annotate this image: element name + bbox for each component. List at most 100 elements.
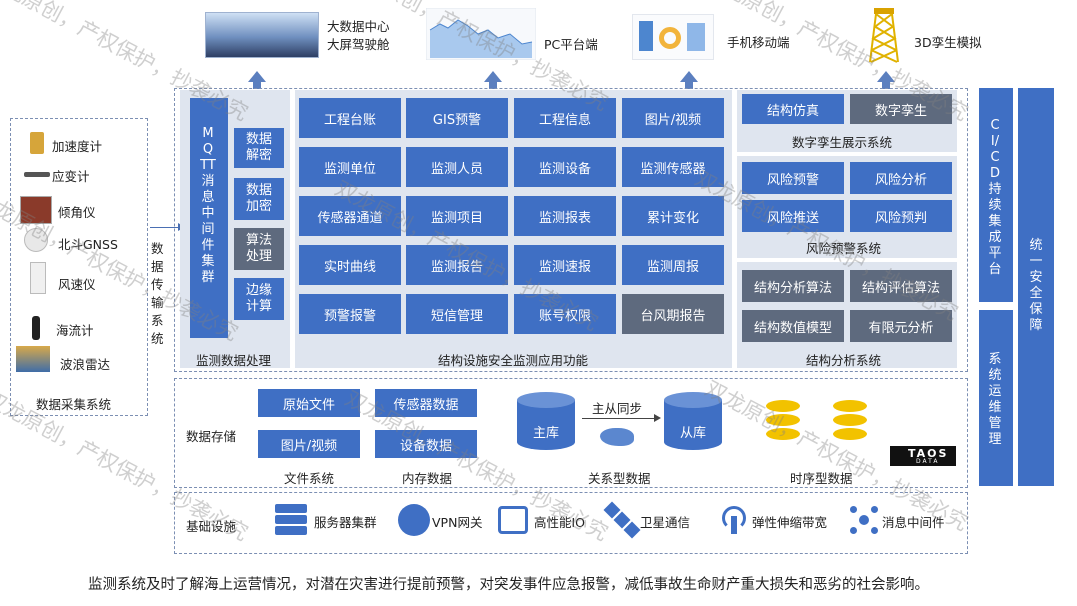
server-cluster-icon [275,504,307,536]
risk-prediction[interactable]: 风险预判 [850,200,952,232]
analysis-algorithm-label: 结构分析算法 [753,280,832,296]
storage-device-data[interactable]: 设备数据 [375,430,477,458]
infra-message-label: 消息中间件 [882,515,945,530]
app-function-label: 实时曲线 [323,259,376,275]
op-edge-computing[interactable]: 边缘计算 [234,278,284,320]
app-function-button[interactable]: 传感器通道 [299,196,401,236]
risk-prediction-label: 风险预判 [874,210,927,226]
timeseries-db-icon-2 [833,400,867,440]
footer-description: 监测系统及时了解海上运营情况，对潜在灾害进行提前预警，对突发事件应急报警，减低事… [88,577,929,593]
mobile-thumbnail-icon [632,14,714,60]
mqtt-cluster-label: MQTT消息中间件集群 [200,126,216,285]
risk-push[interactable]: 风险推送 [742,200,844,232]
app-function-button[interactable]: 预警报警 [299,294,401,334]
storage-sensor-data[interactable]: 传感器数据 [375,389,477,417]
master-db[interactable]: 主库 [517,392,575,458]
app-function-button[interactable]: 累计变化 [622,196,724,236]
risk-analysis[interactable]: 风险分析 [850,162,952,194]
file-system-caption: 文件系统 [284,471,335,486]
ssd-icon [498,506,528,534]
sensor-label-accelerometer: 加速度计 [52,139,103,154]
security-bar[interactable] [1018,88,1054,486]
slave-db-label: 从库 [679,426,706,441]
app-function-label: 监测报表 [538,210,591,226]
analysis-footer: 结构分析系统 [806,353,882,368]
storage-raw-files[interactable]: 原始文件 [258,389,360,417]
app-function-button[interactable]: 工程台账 [299,98,401,138]
offshore-platform-icon [869,8,899,63]
data-storage-frame [174,378,968,488]
sensor-label-strain: 应变计 [52,169,90,184]
app-function-button[interactable]: 监测项目 [406,196,508,236]
app-function-label: GIS预警 [432,112,482,128]
twin-digital-twin[interactable]: 数字孪生 [850,94,952,124]
pc-chart-thumbnail-icon [426,8,536,60]
app-function-button[interactable]: 台风期报告 [622,294,724,334]
ops-management-label: 系统运维管理 [988,352,1002,447]
top-output-3d: 3D孪生模拟 [866,6,1016,63]
arrow-up-pc [484,71,502,82]
sync-arrow-head [654,414,661,422]
arrow-up-3d [877,71,895,82]
gnss-antenna-icon [24,228,48,252]
analysis-evaluation[interactable]: 结构评估算法 [850,270,952,302]
op-algorithm[interactable]: 算法处理 [234,228,284,270]
twin-footer: 数字孪生展示系统 [792,135,893,150]
wave-radar-icon [16,346,50,372]
3d-label: 3D孪生模拟 [914,35,982,50]
slave-db[interactable]: 从库 [664,392,722,458]
app-function-label: 传感器通道 [317,210,383,226]
app-function-button[interactable]: GIS预警 [406,98,508,138]
arrow-transmission [150,227,180,228]
app-function-label: 预警报警 [323,308,376,324]
memory-data-caption: 内存数据 [402,471,453,486]
app-function-button[interactable]: 监测速报 [514,245,616,285]
storage-images-video-label: 图片/视频 [280,438,338,454]
app-function-button[interactable]: 实时曲线 [299,245,401,285]
app-function-button[interactable]: 账号权限 [514,294,616,334]
app-function-button[interactable]: 监测人员 [406,147,508,187]
app-function-button[interactable]: 监测单位 [299,147,401,187]
app-function-label: 累计变化 [646,210,699,226]
app-function-label: 台风期报告 [640,308,706,324]
sensor-label-current-meter: 海流计 [56,323,94,338]
mqtt-cluster-block[interactable] [190,98,228,338]
sensor-label-inclinometer: 倾角仪 [58,205,96,220]
twin-digital-twin-label: 数字孪生 [874,103,927,119]
app-function-button[interactable]: 工程信息 [514,98,616,138]
app-function-button[interactable]: 监测周报 [622,245,724,285]
app-function-label: 监测项目 [430,210,483,226]
arrow-up-bigscreen [248,71,266,82]
satellite-icon [603,501,641,539]
data-collection-title: 数据采集系统 [36,397,112,412]
security-label: 统一安全保障 [1029,238,1043,333]
app-function-button[interactable]: 短信管理 [406,294,508,334]
app-function-button[interactable]: 监测报告 [406,245,508,285]
sensor-label-wave-radar: 波浪雷达 [60,357,111,372]
analysis-algorithm[interactable]: 结构分析算法 [742,270,844,302]
app-function-button[interactable]: 监测设备 [514,147,616,187]
anemometer-icon [30,262,46,294]
storage-sensor-data-label: 传感器数据 [393,397,459,413]
sync-arrow [582,418,656,419]
strain-gauge-icon [24,172,50,177]
app-function-button[interactable]: 监测传感器 [622,147,724,187]
data-collection-system [10,118,148,416]
ops-management-bar[interactable] [979,310,1013,486]
cicd-platform-bar[interactable] [979,88,1013,302]
master-db-top-icon [517,392,575,408]
app-function-label: 监测周报 [646,259,699,275]
bigscreen-thumbnail-icon [205,12,319,58]
app-function-label: 工程信息 [538,112,591,128]
analysis-fem[interactable]: 有限元分析 [850,310,952,342]
analysis-numerical-model[interactable]: 结构数值模型 [742,310,844,342]
app-function-button[interactable]: 监测报表 [514,196,616,236]
app-function-button[interactable]: 图片/视频 [622,98,724,138]
bigscreen-label-2: 大屏驾驶舱 [327,37,390,52]
op-encrypt[interactable]: 数据加密 [234,178,284,220]
risk-warning[interactable]: 风险预警 [742,162,844,194]
op-decrypt[interactable]: 数据解密 [234,128,284,168]
twin-structural-sim[interactable]: 结构仿真 [742,94,844,124]
storage-images-video[interactable]: 图片/视频 [258,430,360,458]
infrastructure-frame [174,492,968,554]
